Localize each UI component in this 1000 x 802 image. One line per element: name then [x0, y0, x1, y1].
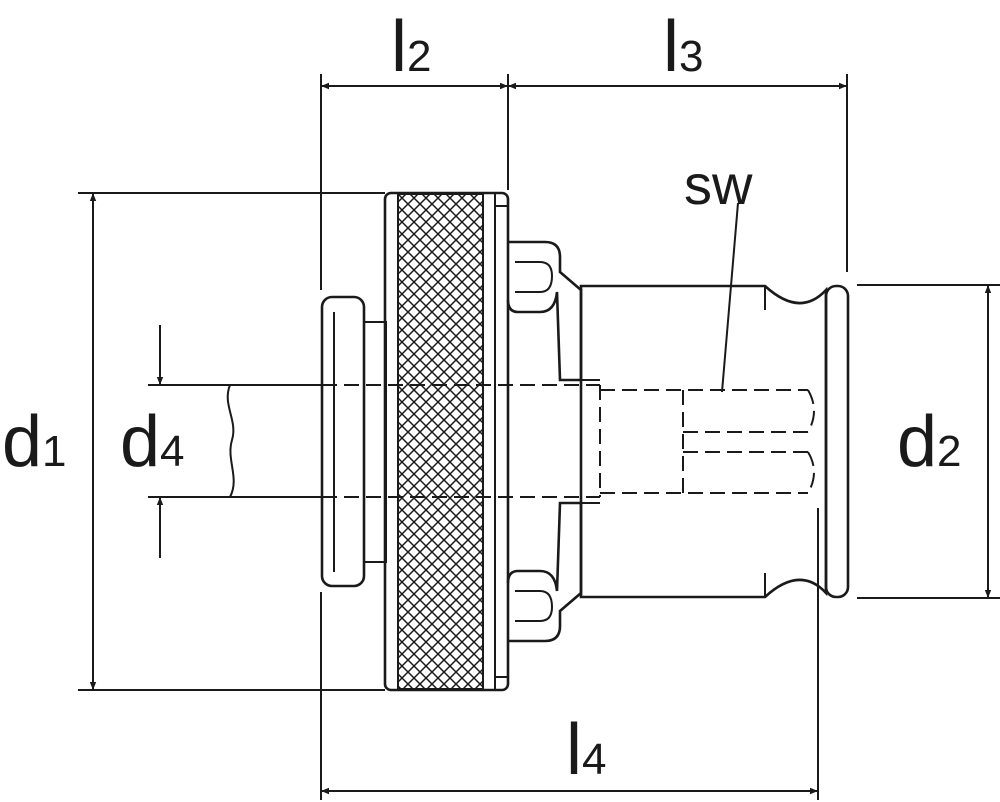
hidden-square-end-top: [807, 389, 815, 433]
label-sw: sw: [684, 153, 753, 216]
left-flange: [320, 295, 387, 588]
end-collar: [824, 284, 850, 599]
spring-clip: [506, 240, 583, 643]
square-body: [579, 284, 850, 599]
square-body-outline: [579, 284, 828, 599]
sw-leader-line: [721, 202, 739, 393]
dimension-labels: l2 l3 l4 d1 d4 d2 sw: [2, 7, 962, 790]
knurled-ring: [383, 191, 510, 692]
shank-break-line: [226, 384, 235, 498]
spring-clip-bottom-inner: [515, 590, 554, 622]
knurled-ring-collar: [494, 205, 509, 678]
spring-clip-top: [506, 240, 583, 382]
left-flange-plate: [320, 295, 366, 588]
label-l4: l4: [566, 710, 606, 790]
left-flange-neck: [363, 321, 387, 563]
hidden-lines: [322, 384, 815, 498]
label-l2: l2: [391, 7, 431, 87]
hidden-square-end-bottom: [807, 451, 815, 494]
label-l3: l3: [663, 7, 703, 87]
label-d4: d4: [120, 402, 185, 482]
label-d1: d1: [2, 402, 67, 482]
shank: [226, 384, 322, 498]
dimension-lines: [89, 82, 992, 795]
spring-clip-top-inner: [515, 261, 554, 293]
spring-clip-bottom: [506, 501, 583, 643]
knurled-ring-knurl: [397, 193, 484, 690]
label-d2: d2: [897, 402, 962, 482]
extension-lines: [78, 74, 1000, 800]
